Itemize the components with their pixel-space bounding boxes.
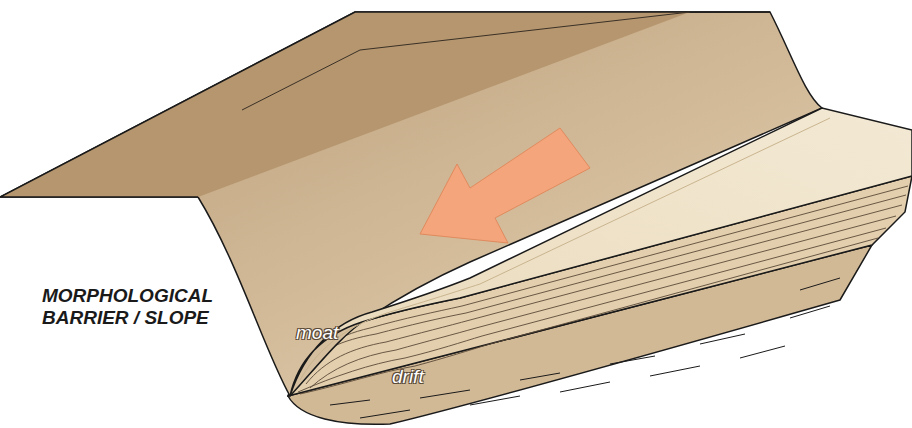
plateau-outline [0, 12, 770, 197]
slope-break-line [242, 12, 690, 110]
drift-top [290, 108, 912, 396]
drift-label: drift [392, 366, 472, 388]
current-arrow [420, 128, 590, 243]
drift-crest [300, 118, 830, 380]
slope-label: MORPHOLOGICAL BARRIER / SLOPE [42, 285, 257, 329]
moat-label: moat [296, 322, 376, 344]
